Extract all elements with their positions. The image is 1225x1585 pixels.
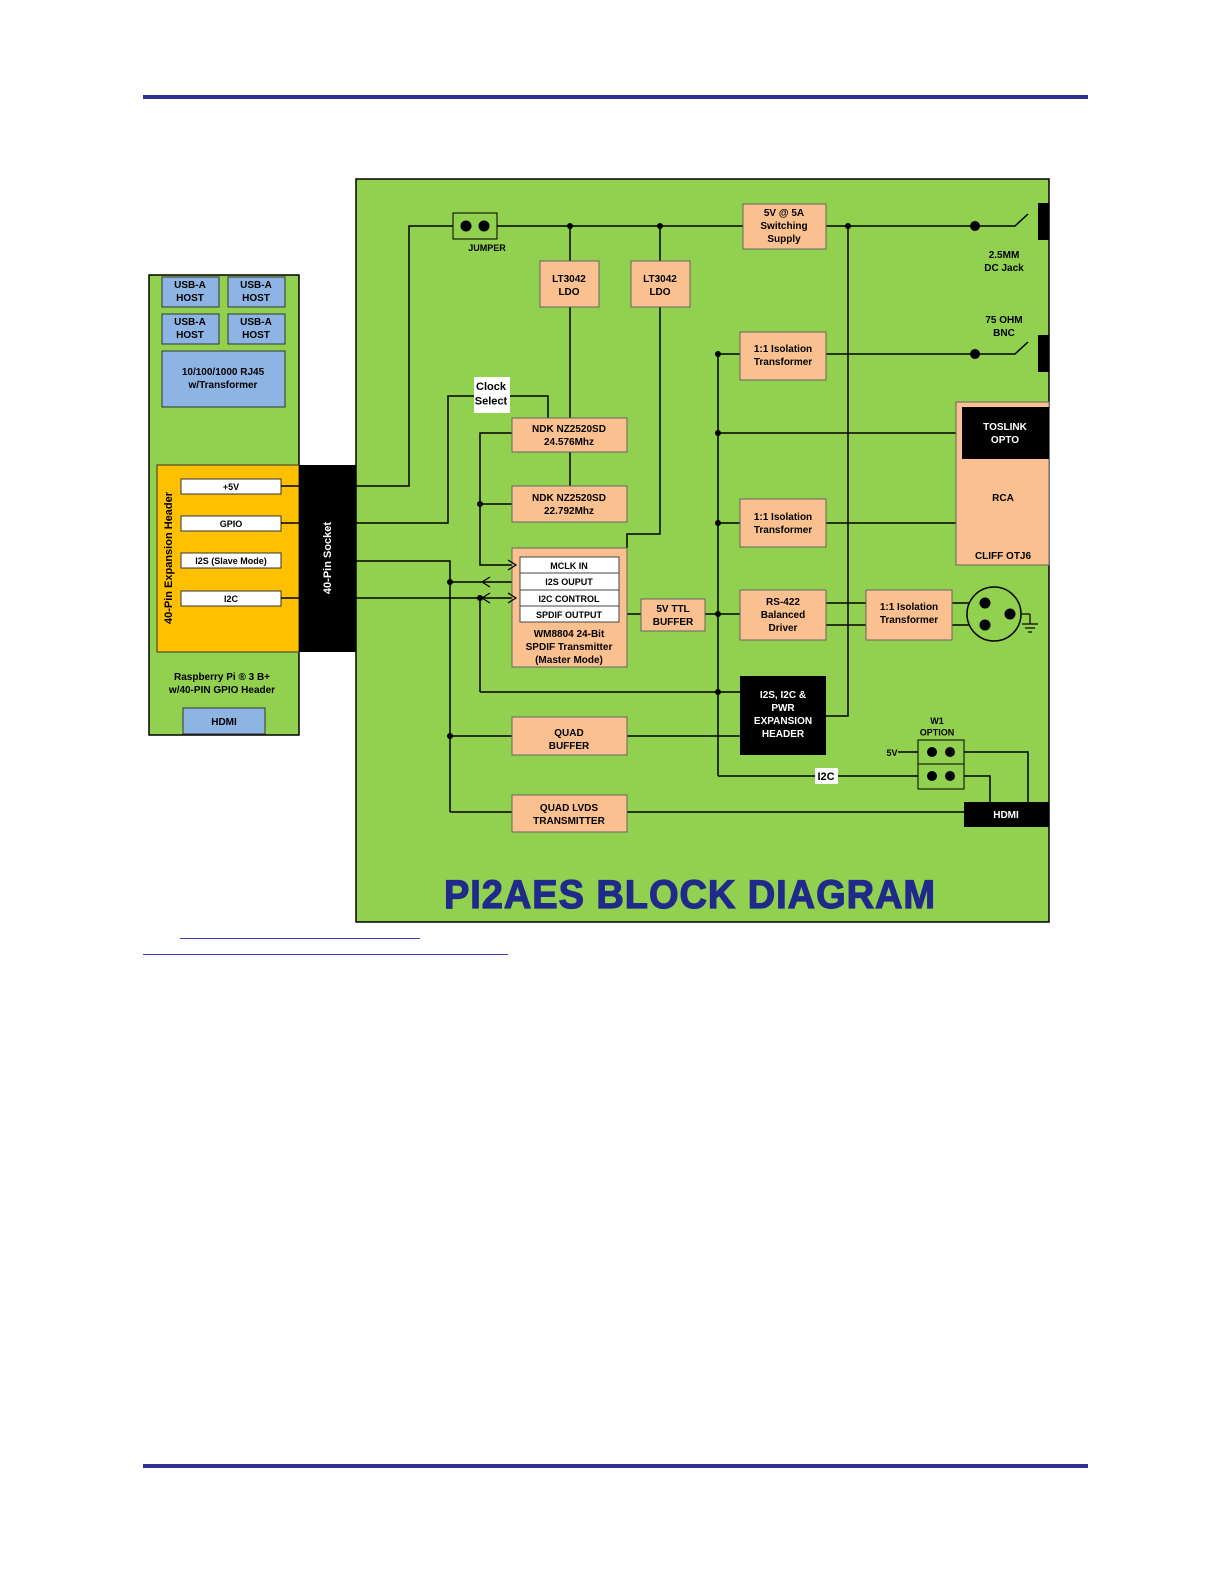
usb-host-2	[227, 276, 286, 308]
wm-port-i2c-label: I2C CONTROL	[538, 594, 600, 604]
rj45-block	[161, 350, 286, 408]
pi-board-label: Raspberry Pi ® 3 B+w/40-PIN GPIO Header	[168, 672, 275, 696]
osc1-block	[511, 417, 628, 453]
hdmi-out-block	[964, 802, 1049, 827]
wires	[281, 225, 1029, 813]
clock-select-box	[474, 377, 510, 413]
xlr-pin-2	[979, 619, 991, 631]
ttl-buffer-block	[640, 598, 706, 632]
pin-gpio-label: GPIO	[220, 519, 243, 529]
socket-label: 40-Pin Socket	[322, 522, 334, 594]
w1-pin-2	[945, 747, 955, 757]
w1-pin-4	[945, 771, 955, 781]
dc-jack-body	[1038, 203, 1049, 240]
switching-supply-block	[742, 203, 827, 250]
iso3-block	[865, 589, 953, 641]
jumper-block	[452, 212, 498, 240]
expansion-header-label: 40-Pin Expansion Header	[163, 491, 175, 624]
pin-i2s	[180, 552, 282, 569]
ground-symbol	[1021, 613, 1038, 633]
pin-5v-label: +5V	[223, 482, 239, 492]
header-rule	[143, 95, 1088, 99]
usb-host-4	[227, 313, 286, 345]
socket-block	[299, 465, 356, 652]
link-underline-2	[143, 954, 508, 955]
i2c-out-label: I2C	[817, 771, 834, 783]
wm-port-spdif-label: SPDIF OUTPUT	[536, 610, 603, 620]
osc2-block	[511, 485, 628, 523]
xlr-pin-1	[979, 597, 991, 609]
toslink-block	[962, 407, 1049, 459]
w1-pin-1	[927, 747, 937, 757]
wm-port-i2s-label: I2S OUPUT	[545, 577, 593, 587]
pi-hdmi	[182, 707, 266, 735]
pin-i2c-label: I2C	[224, 594, 239, 604]
wm-port-mclk-label: MCLK IN	[550, 561, 588, 571]
bnc-body	[1038, 335, 1049, 372]
wm-port-spdif	[519, 605, 620, 623]
jumper-label: JUMPER	[468, 243, 506, 253]
iso1-block	[739, 331, 827, 381]
pin-i2s-label: I2S (Slave Mode)	[195, 556, 267, 566]
ldo2-block	[630, 260, 691, 308]
usb-host-1	[161, 276, 220, 308]
diagram-title: PI2AES BLOCK DIAGRAM	[444, 873, 936, 917]
ldo1-block	[539, 260, 600, 308]
usb-host-3	[161, 313, 220, 345]
xlr-pin-3	[1004, 608, 1016, 620]
footer-rule	[143, 1464, 1088, 1468]
quad-lvds-block	[511, 794, 628, 833]
hdmi-out-label: HDMI	[993, 810, 1019, 821]
jumper-pin-2	[478, 220, 490, 232]
v5-label: 5V	[886, 748, 897, 758]
w1-pin-3	[927, 771, 937, 781]
rs422-block	[739, 589, 827, 641]
signal-arrows	[480, 559, 518, 604]
link-underline-1	[180, 938, 420, 939]
wm-ports	[519, 556, 620, 623]
pi-hdmi-label: HDMI	[211, 717, 237, 728]
pi2aes-board	[355, 178, 1050, 923]
i2c-label-box	[815, 768, 838, 784]
cliff-label: CLIFF OTJ6	[975, 551, 1032, 562]
iso2-block	[739, 498, 827, 548]
rca-label: RCA	[992, 493, 1014, 504]
quad-buffer-block	[511, 716, 628, 756]
expansion-header-black-block	[740, 676, 826, 755]
jumper-pin-1	[460, 220, 472, 232]
